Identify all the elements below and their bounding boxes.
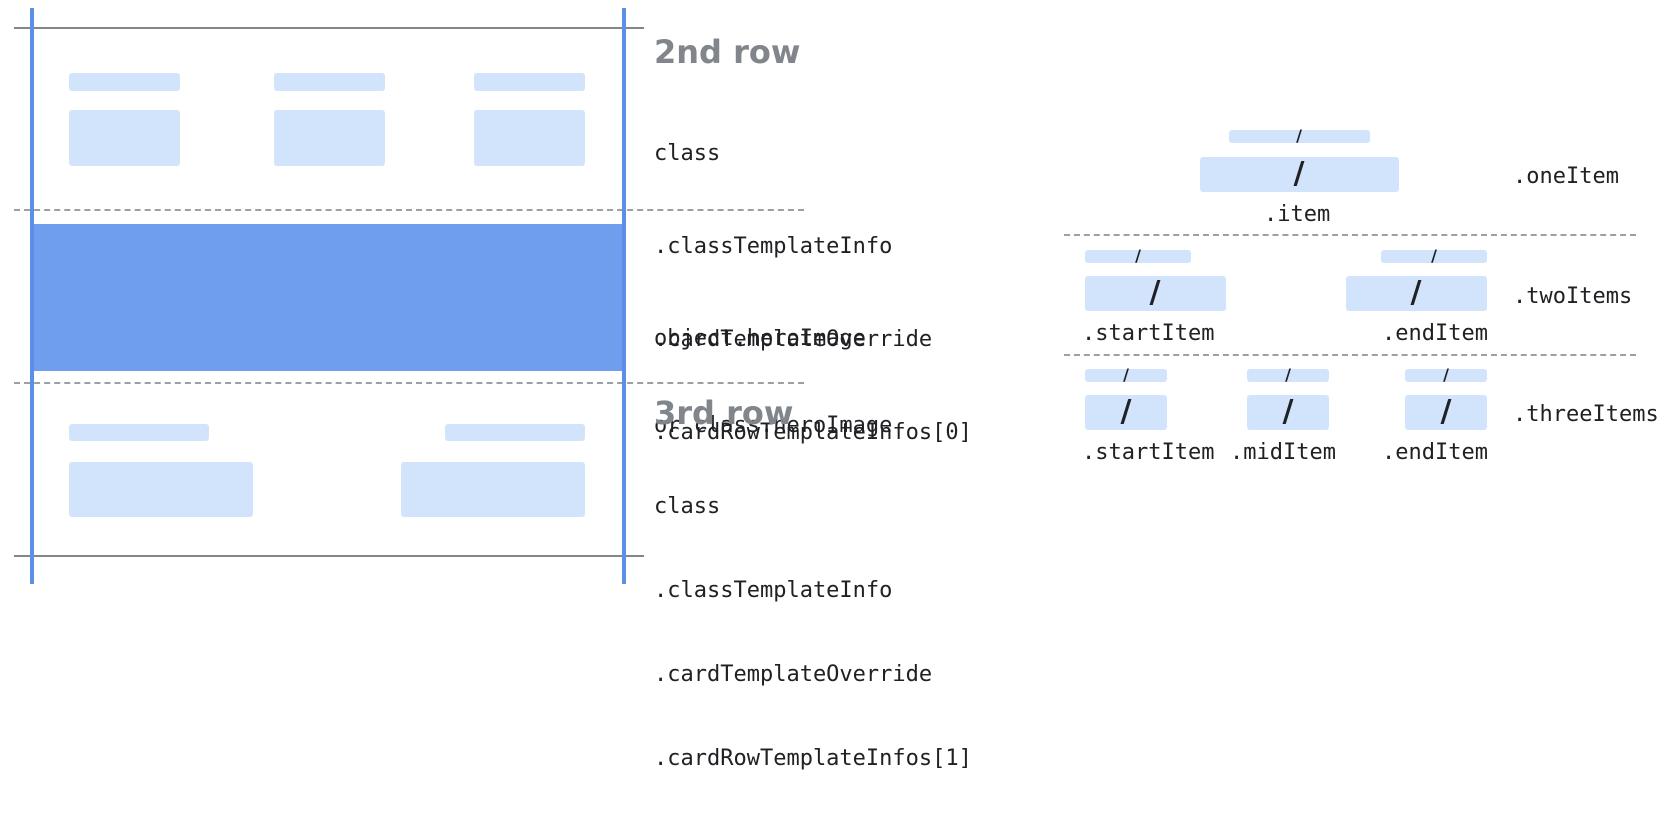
one-item-header <box>1229 130 1370 143</box>
code-line: or class.heroImage <box>654 413 893 438</box>
three-start-label: .startItem <box>1082 440 1215 465</box>
code-line: .cardTemplateOverride <box>654 327 933 352</box>
second-row-code: class .classTemplateInfo .cardTemplateOv… <box>654 76 972 510</box>
card-top-border <box>14 27 644 29</box>
card-bottom-border <box>14 555 644 557</box>
two-start-body-slash: / <box>1149 275 1161 310</box>
two-end-header-slash: / <box>1431 246 1437 265</box>
code-line: .classTemplateInfo <box>654 234 893 259</box>
row2-item2-body <box>274 110 385 166</box>
hero-image-block <box>33 224 626 371</box>
three-start-header <box>1085 369 1167 382</box>
code-line: .cardTemplateOverride <box>654 662 933 687</box>
two-start-label: .startItem <box>1082 321 1215 346</box>
hero-image-code: object.heroImage or class.heroImage <box>654 266 892 498</box>
row3-end-header <box>445 424 585 441</box>
code-line: class <box>654 141 721 166</box>
two-three-divider <box>1064 354 1636 356</box>
card-left-edge <box>30 8 34 584</box>
three-end-body <box>1405 395 1487 430</box>
row3-start-header <box>69 424 209 441</box>
three-mid-header <box>1247 369 1329 382</box>
second-row-heading: 2nd row <box>654 33 801 71</box>
row2-item1-header <box>69 73 180 91</box>
one-item-body-slash: / <box>1293 156 1305 191</box>
one-item-body <box>1200 157 1399 192</box>
two-items-row-label: .twoItems <box>1513 284 1633 309</box>
third-row-heading: 3rd row <box>654 394 794 432</box>
three-start-body <box>1085 395 1167 430</box>
code-line: class <box>654 494 721 519</box>
three-end-label: .endItem <box>1382 440 1488 465</box>
row2-item3-body <box>474 110 585 166</box>
one-item-row-label: .oneItem <box>1513 164 1619 189</box>
code-line: object.heroImage <box>654 326 866 351</box>
row2-item1-body <box>69 110 180 166</box>
hero-bottom-divider <box>14 382 804 384</box>
three-items-row-label: .threeItems <box>1513 402 1659 427</box>
three-mid-header-slash: / <box>1285 365 1291 384</box>
row2-item3-header <box>474 73 585 91</box>
two-end-body <box>1346 276 1487 311</box>
row-layout-diagram: / / .item .oneItem / / / / .startItem .e… <box>1064 126 1659 465</box>
row3-end-body <box>401 462 585 517</box>
code-line: .cardRowTemplateInfos[0] <box>654 420 972 445</box>
two-end-body-slash: / <box>1410 275 1422 310</box>
three-mid-body <box>1247 395 1329 430</box>
one-item-header-slash: / <box>1296 126 1302 145</box>
three-end-header-slash: / <box>1443 365 1449 384</box>
three-end-header <box>1405 369 1487 382</box>
item-label: .item <box>1264 202 1331 227</box>
row2-item2-header <box>274 73 385 91</box>
two-start-header-slash: / <box>1135 246 1141 265</box>
three-mid-label: .midItem <box>1230 440 1336 465</box>
second-row-divider <box>14 209 804 211</box>
code-line: .cardRowTemplateInfos[1] <box>654 746 972 771</box>
card-right-edge <box>622 8 626 584</box>
three-start-body-slash: / <box>1120 394 1132 429</box>
two-start-body <box>1085 276 1226 311</box>
three-start-header-slash: / <box>1123 365 1129 384</box>
three-mid-body-slash: / <box>1282 394 1294 429</box>
two-end-label: .endItem <box>1382 321 1488 346</box>
two-end-header <box>1381 250 1487 263</box>
two-start-header <box>1085 250 1191 263</box>
one-two-divider <box>1064 234 1636 236</box>
three-end-body-slash: / <box>1440 394 1452 429</box>
row3-start-body <box>69 462 253 517</box>
